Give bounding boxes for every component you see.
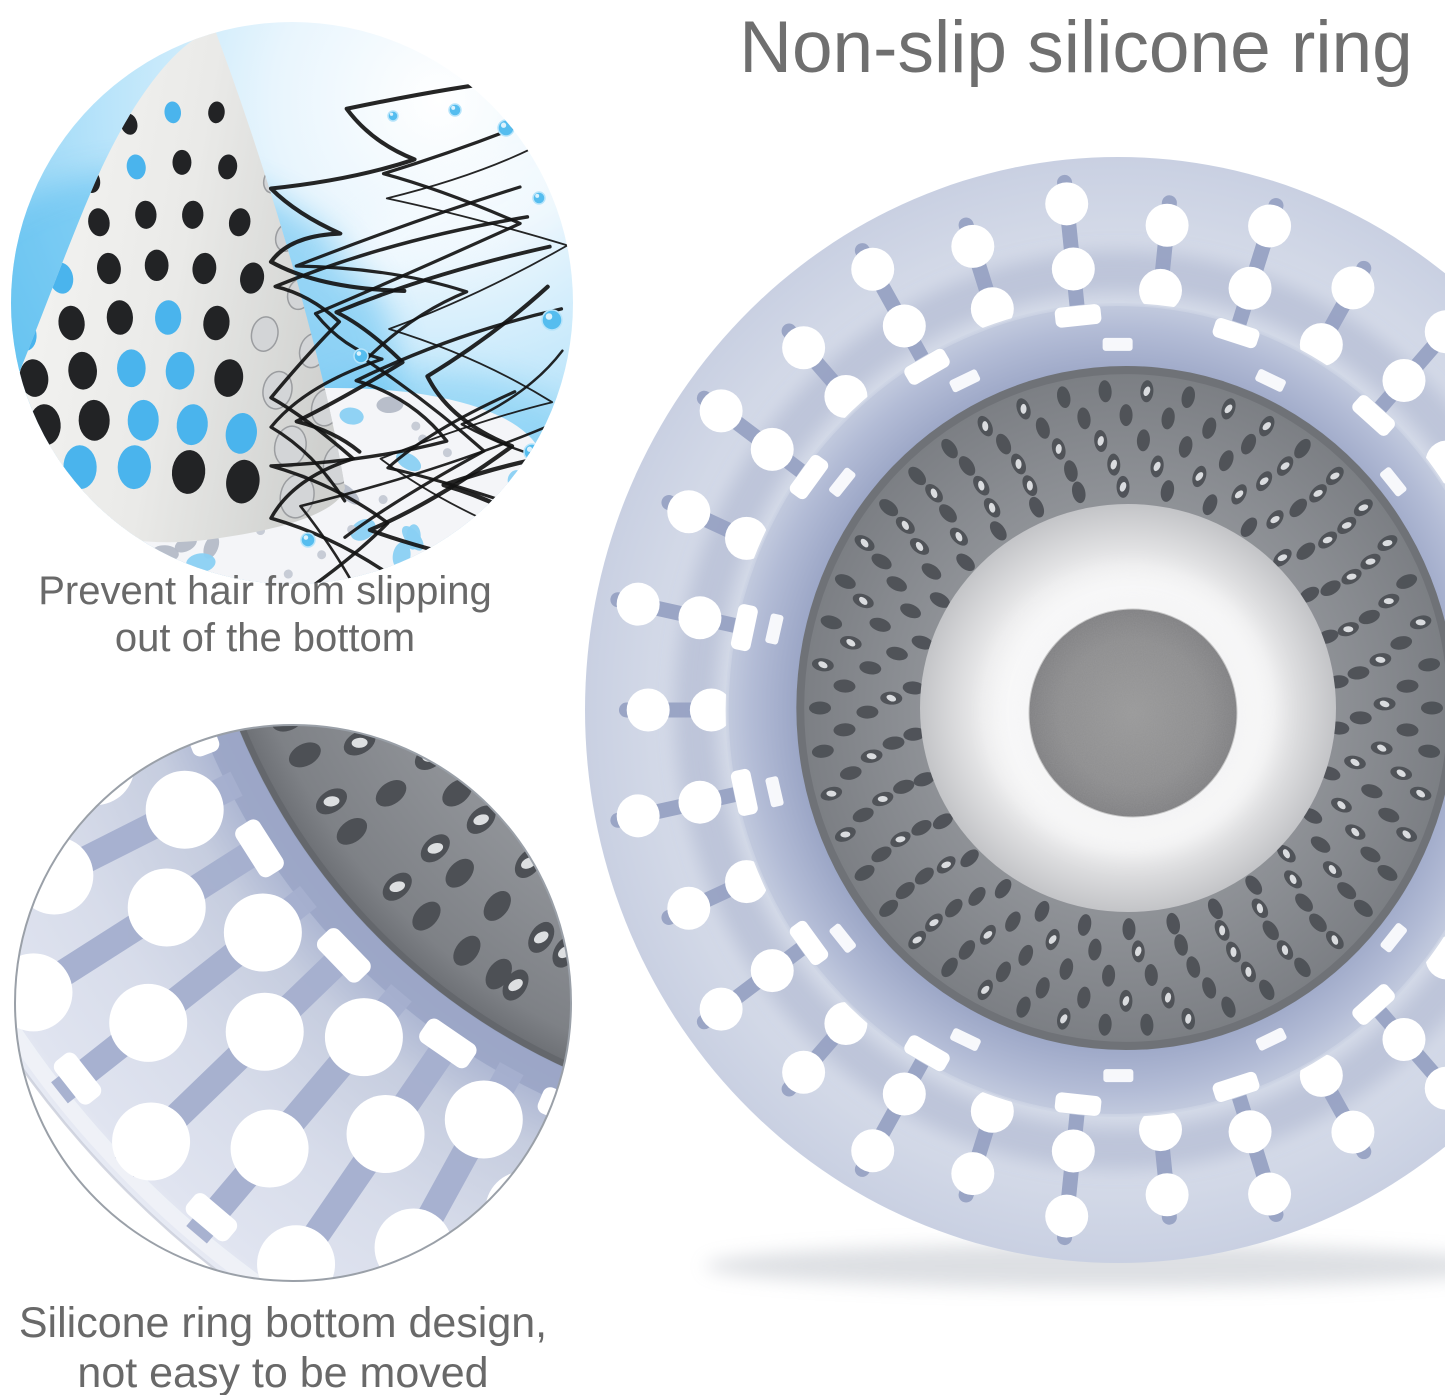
page-title: Non-slip silicone ring — [739, 7, 1413, 88]
caption-line: Prevent hair from slipping — [38, 569, 492, 613]
ring-bottom-inset-image — [14, 724, 572, 1282]
ring-bottom-caption: Silicone ring bottom design, not easy to… — [0, 1298, 566, 1395]
hair-caption: Prevent hair from slipping out of the bo… — [0, 568, 530, 662]
caption-line: not easy to be moved — [77, 1349, 489, 1395]
caption-line: out of the bottom — [114, 616, 416, 660]
hair-catch-inset-image — [11, 22, 573, 584]
caption-line: Silicone ring bottom design, — [18, 1299, 548, 1347]
